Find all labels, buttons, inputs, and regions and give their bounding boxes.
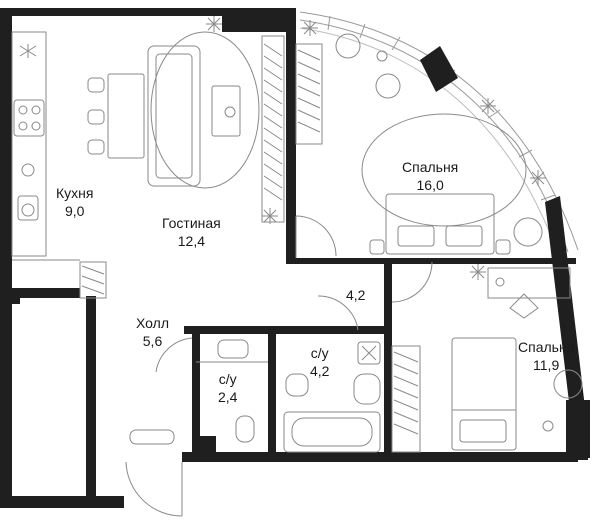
door-swings	[125, 215, 433, 517]
room-area: 9,0	[65, 203, 85, 219]
room-area: 16,0	[416, 177, 444, 193]
room-bedroom1-label: Спальня 16,0	[402, 158, 458, 194]
room-living-label: Гостиная 12,4	[162, 214, 221, 250]
plant-icon	[480, 98, 496, 114]
bar-stools	[87, 73, 145, 159]
armchair-icon	[375, 73, 401, 99]
sofa-icon	[147, 45, 201, 187]
armchair-icon	[553, 369, 583, 399]
room-name: Спальня	[402, 159, 459, 175]
sink-icon	[353, 373, 381, 405]
plant-icon	[262, 208, 278, 224]
room-area: 4,2	[346, 287, 366, 303]
window-band	[299, 11, 579, 255]
plant-icon	[530, 170, 546, 186]
room-kitchen-label: Кухня 9,0	[56, 184, 93, 220]
sink-icon	[217, 339, 249, 359]
room-bath-small-label: с/у 2,4	[218, 370, 237, 406]
desk	[487, 267, 571, 299]
plant-icon	[470, 264, 486, 280]
room-area: 5,6	[142, 333, 163, 349]
plant-icon	[302, 20, 318, 36]
toilet-icon	[285, 373, 309, 397]
room-name: Кухня	[56, 185, 94, 201]
room-name: с/у	[218, 371, 237, 387]
walls	[0, 8, 590, 508]
room-name: Гостиная	[162, 215, 221, 231]
room-area: 12,4	[177, 233, 205, 249]
room-area: 2,4	[218, 389, 238, 405]
small-bathroom-fixtures	[196, 339, 268, 443]
room-area: 11,9	[533, 357, 560, 373]
room-name: с/у	[310, 345, 329, 361]
room-hall-label: Холл 5,6	[136, 314, 169, 350]
kitchen-counter	[11, 31, 80, 261]
hall-furniture	[79, 261, 175, 445]
rug	[150, 31, 260, 189]
bed-icon	[385, 193, 495, 255]
room-name: Холл	[136, 315, 169, 331]
wardrobe-icon	[391, 345, 421, 453]
room-bedroom2-label: Спальня 11,9	[518, 338, 574, 374]
wardrobe-icon	[261, 35, 285, 223]
sink-icon	[21, 163, 35, 177]
bedroom2-furniture	[391, 267, 583, 453]
armchair-icon	[335, 33, 361, 59]
shower-icon	[357, 341, 381, 365]
plants	[206, 16, 546, 280]
room-area: 4,2	[310, 363, 330, 379]
room-name: Спальня	[518, 339, 575, 355]
bed-icon	[451, 337, 517, 451]
room-bath-big-label: с/у 4,2	[310, 344, 329, 380]
corridor-area-label: 4,2	[346, 286, 365, 304]
bathtub-icon	[283, 411, 381, 453]
armchair-icon	[513, 217, 543, 247]
plant-icon	[206, 16, 222, 32]
stove-icon	[13, 99, 45, 137]
big-bathroom-fixtures	[283, 341, 381, 453]
living-furniture	[147, 31, 285, 223]
bedroom1-furniture	[295, 33, 543, 255]
toilet-icon	[235, 415, 255, 443]
